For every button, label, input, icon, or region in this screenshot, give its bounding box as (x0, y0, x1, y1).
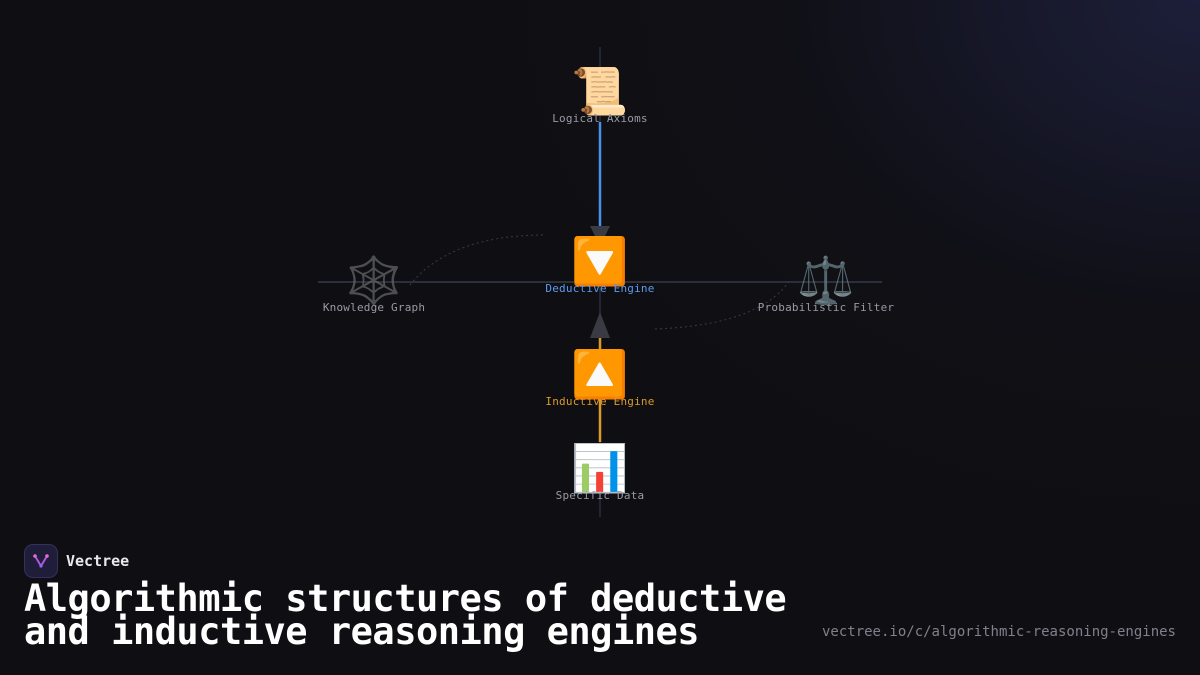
bar-chart-icon: 📊 (571, 441, 629, 495)
inductive-to-filter-curve (654, 279, 791, 330)
page-title: Algorithmic structures of deductive and … (24, 577, 824, 653)
up-triangle-icon: 🔼 (571, 347, 629, 401)
node-label: Probabilistic Filter (757, 301, 895, 314)
node-label: Deductive Engine (545, 282, 655, 295)
node-probabilistic-filter[interactable]: ⚖️ Probabilistic Filter (758, 255, 894, 314)
down-triangle-icon: 🔽 (571, 234, 629, 288)
scroll-icon: 📜 (571, 64, 629, 118)
title-line-2: and inductive reasoning engines (24, 610, 700, 653)
vectree-logo-icon (24, 544, 58, 578)
node-deductive-engine[interactable]: 🔽 Deductive Engine (545, 236, 654, 295)
node-label: Inductive Engine (545, 395, 655, 408)
spider-web-icon: 🕸️ (345, 253, 403, 307)
page-url[interactable]: vectree.io/c/algorithmic-reasoning-engin… (821, 624, 1176, 640)
node-knowledge-graph[interactable]: 🕸️ Knowledge Graph (323, 255, 425, 314)
deductive-arrowhead (590, 226, 610, 246)
balance-scale-icon: ⚖️ (797, 253, 855, 307)
node-label: Knowledge Graph (322, 301, 426, 314)
brand-name: Vectree (66, 552, 130, 570)
node-inductive-engine[interactable]: 🔼 Inductive Engine (545, 349, 654, 408)
graph-to-deductive-curve (409, 234, 546, 286)
brand[interactable]: Vectree (24, 544, 129, 578)
inductive-arrowhead (590, 312, 610, 338)
title-line-1: Algorithmic structures of deductive (24, 577, 787, 620)
node-label: Specific Data (555, 489, 645, 502)
node-specific-data[interactable]: 📊 Specific Data (556, 443, 645, 502)
node-logical-axioms[interactable]: 📜 Logical Axioms (552, 66, 648, 125)
node-label: Logical Axioms (552, 112, 648, 125)
